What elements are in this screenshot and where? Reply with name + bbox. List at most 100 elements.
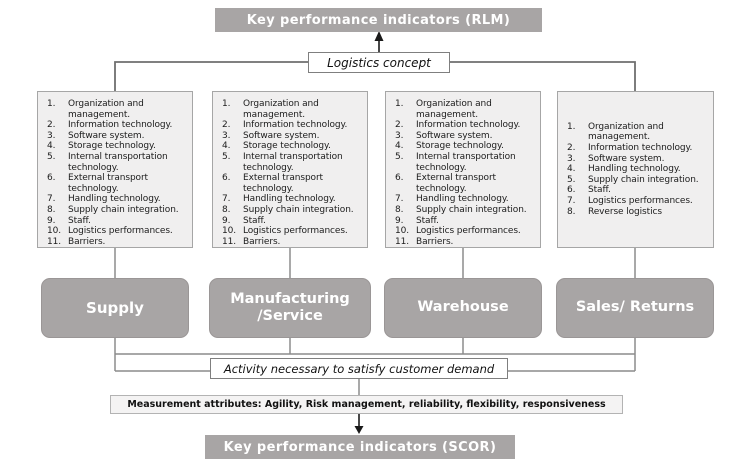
list-item-text: Information technology. [68,120,173,131]
list-item-number: 11. [395,236,410,247]
list-item: 9.Staff. [395,216,537,227]
list-item-number: 9. [47,215,56,226]
list-item-number: 5. [222,152,231,163]
list-item: 10.Logistics performances. [47,226,189,237]
list-item: 2.Information technology. [567,143,710,154]
list-item-number: 1. [395,99,404,109]
list-item-number: 3. [567,153,576,164]
list-item-text: Organization and management. [416,99,492,120]
process-supply-label: Supply [86,299,144,317]
list-item-number: 1. [222,99,231,109]
list-item: 3.Software system. [567,154,710,165]
list-item-number: 1. [567,121,576,132]
list-item: 1. Organization and management. [567,122,710,143]
list-item-text: Supply chain integration. [68,205,179,216]
list-item-number: 4. [47,141,56,152]
list-item: 8.Reverse logistics [567,207,710,218]
criteria-list-manufacturing: 1.Organization and management.2.Informat… [212,91,368,248]
logistics-concept-box: Logistics concept [308,52,450,73]
list-item: 7.Handling technology. [395,194,537,205]
list-item: 4.Storage technology. [47,141,189,152]
list-item-number: 7. [222,194,231,205]
process-warehouse-label: Warehouse [417,299,509,316]
list-item-text: Organization and management. [68,99,144,120]
logistics-concept-label: Logistics concept [327,55,431,70]
list-item: 6. Staff. [567,185,710,196]
list-item: 11. Barriers. [47,237,189,248]
process-manufacturing-label: Manufacturing /Service [230,290,350,324]
list-item-number: 10. [395,226,410,237]
list-item-number: 2. [47,120,56,131]
list-item: 5.Internal transportation technology. [47,152,189,173]
list-item-number: 4. [567,164,576,175]
list-item-number: 3. [395,130,404,141]
list-item: 10. Logistics performances. [395,226,537,237]
list-item-text: Storage technology. [416,141,504,152]
criteria-list-supply: 1. Organization and management. 2. Informat… [37,91,193,248]
list-item-number: 5. [47,152,56,163]
list-item-number: 8. [567,206,576,217]
list-item-number: 5. [395,152,404,163]
list-item-text: Logistics performances. [416,226,521,237]
list-item-number: 3. [47,130,56,141]
list-item: 7.Logistics performances. [567,196,710,207]
list-item-number: 9. [222,215,231,226]
list-item-number: 1. [47,99,56,109]
list-item-text: Organization and management. [588,121,664,143]
list-item-text: Handling technology. [416,194,509,205]
arrow-up-icon [374,31,384,52]
list-item: 1. Organization and management. [395,99,537,120]
list-item: 4. Handling technology. [567,164,710,175]
list-item: 10.Logistics performances. [222,226,364,237]
list-item-number: 9. [395,215,404,226]
list-item-text: Information technology. [588,142,693,153]
list-item-text: Handling technology. [588,164,681,175]
list-item-number: 8. [47,205,56,216]
list-item-text: External transport technology. [68,173,148,194]
arrow-down-icon [354,414,364,434]
list-item-text: Internal transportation technology. [243,152,343,173]
list-item: 9. Staff. [47,216,189,227]
list-item-text: Barriers. [243,236,281,247]
list-item-number: 6. [395,173,404,184]
kpi-scor-label: Key performance indicators (SCOR) [223,439,497,455]
list-item-number: 3. [222,130,231,141]
list-item: 4.Storage technology. [222,141,364,152]
list-item: 3.Software system. [222,131,364,142]
list-item: 5.Supply chain integration. [567,175,710,186]
list-item: 6. External transport technology. [395,173,537,194]
list-item: 6. External transport technology. [47,173,189,194]
list-item-text: Barriers. [416,236,454,247]
list-item: 7.Handling technology. [47,194,189,205]
list-item-text: Software system. [416,130,493,141]
list-item-text: External transport technology. [416,173,496,194]
list-item-text: Storage technology. [243,141,331,152]
list-item-text: Staff. [68,215,91,226]
activity-label: Activity necessary to satisfy customer d… [223,361,495,376]
measurement-label: Measurement attributes: Agility, Risk ma… [127,399,606,410]
list-item-text: Staff. [588,185,611,196]
list-item-number: 11. [47,236,62,247]
process-sales-returns-label: Sales/ Returns [575,299,695,316]
list-item: 3.Software system. [47,131,189,142]
list-item: 3. Software system. [395,131,537,142]
kpi-rlm-label: Key performance indicators (RLM) [246,12,511,28]
list-item-number: 6. [222,173,231,184]
list-item-number: 6. [47,173,56,184]
process-box-manufacturing-service: Manufacturing /Service [209,278,371,338]
list-item: 8. Supply chain integration. [47,205,189,216]
list-item-text: Barriers. [68,236,106,247]
list-item-number: 8. [222,205,231,216]
kpi-scor-box: Key performance indicators (SCOR) [205,435,515,459]
list-item-text: Supply chain integration. [243,205,354,216]
process-box-sales-returns: Sales/ Returns [556,278,714,338]
list-item: 5.Internal transportation technology. [395,152,537,173]
list-item: 8. Supply chain integration. [222,205,364,216]
list-item: 2. Information technology. [47,120,189,131]
list-item-text: Logistics performances. [588,196,693,207]
list-item-number: 6. [567,185,576,196]
list-item: 1.Organization and management. [222,99,364,120]
list-item-text: External transport technology. [243,173,323,194]
